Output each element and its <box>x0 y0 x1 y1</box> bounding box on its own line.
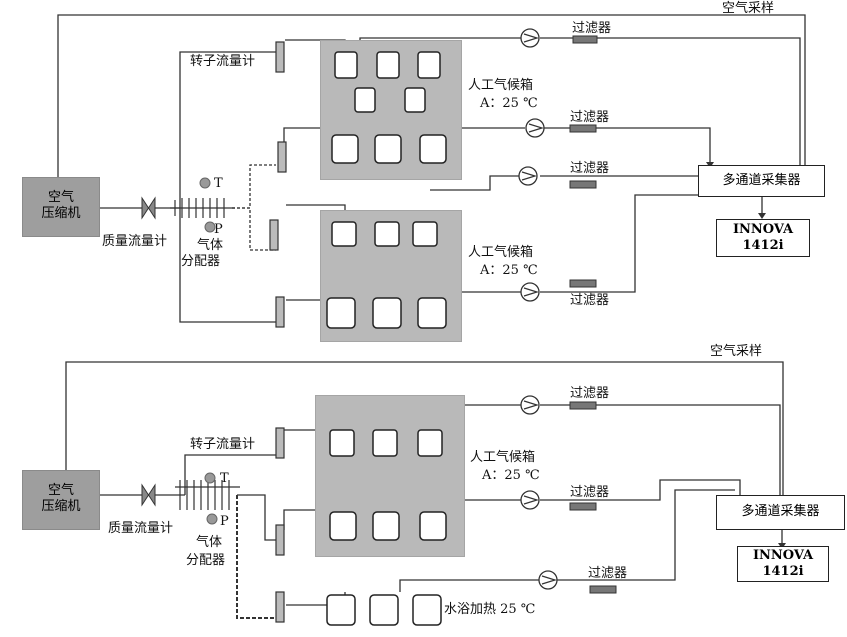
filter-label: 过滤器 <box>570 293 610 308</box>
filter-label: 过滤器 <box>570 386 610 401</box>
filter2-line <box>540 127 711 165</box>
sensor-t-label: T <box>214 176 223 191</box>
chamber-b-name: 人工气候箱 <box>468 245 534 260</box>
filterb1-line <box>540 404 781 495</box>
distributor-branch-down <box>179 208 276 323</box>
sensor-p-label: P <box>214 222 223 237</box>
rotameter-tube <box>275 427 285 459</box>
analyzer-label-1: INNOVA <box>752 548 814 563</box>
filter-cartridge <box>589 585 617 594</box>
chamber-name-b: 人工气候箱 <box>470 450 536 465</box>
compressor-label-2: 压缩机 <box>41 499 81 514</box>
sensor-p-label-b: P <box>220 514 229 529</box>
filter-label: 过滤器 <box>570 110 610 125</box>
filterb3-line <box>555 489 735 581</box>
rotameter-tube <box>275 591 285 623</box>
distributor-branch-down-b <box>236 495 276 619</box>
filter-label: 过滤器 <box>570 161 610 176</box>
air-sampling-label: 空气采样 <box>722 1 775 16</box>
chamber-a-name: 人工气候箱 <box>468 78 534 93</box>
chamber-temp-b: A：25 ℃ <box>482 468 540 483</box>
pressure-sensor-icon <box>206 513 218 525</box>
chamber-b-temp: A：25 ℃ <box>480 263 538 278</box>
air-sampling-line-b <box>65 361 784 495</box>
innova-analyzer-b: INNOVA 1412i <box>737 546 829 582</box>
collector-label: 多通道采集器 <box>722 173 801 188</box>
rotameter-tube <box>275 41 285 73</box>
mass-flow-valve <box>141 196 156 220</box>
temperature-sensor-icon <box>204 472 216 484</box>
gas-distributor-label-2: 分配器 <box>186 553 226 568</box>
filter-label: 过滤器 <box>588 566 628 581</box>
mass-flow-valve <box>141 483 156 507</box>
distributor-branch-mid2 <box>232 207 276 251</box>
pressure-sensor-icon <box>204 221 216 233</box>
gas-distributor-label-1: 气体 <box>197 238 224 253</box>
filterb2-line <box>540 479 741 501</box>
collector-label: 多通道采集器 <box>741 504 820 519</box>
rotameter-tube <box>277 141 287 173</box>
gas-distributor-label-2: 分配器 <box>181 254 221 269</box>
filter-cartridge <box>569 180 597 189</box>
filter-cartridge <box>569 401 597 410</box>
filter-label: 过滤器 <box>572 21 612 36</box>
analyzer-label-1: INNOVA <box>732 222 794 237</box>
air-sampling-label-b: 空气采样 <box>710 344 763 359</box>
filter1-line <box>540 37 801 165</box>
distributor-branch-up <box>179 51 276 208</box>
compressor-label-1: 空气 <box>47 190 74 205</box>
multichannel-collector-b: 多通道采集器 <box>716 495 845 530</box>
analyzer-label-2: 1412i <box>742 238 784 253</box>
air-sampling-line <box>57 14 806 178</box>
air-compressor-b: 空气 压缩机 <box>22 470 100 530</box>
distributor-branch-mid-b <box>237 494 276 541</box>
rotameter-tube <box>269 219 279 251</box>
chamber3-out <box>430 175 525 191</box>
chamber-a-temp: A：25 ℃ <box>480 96 538 111</box>
compressor-label-1: 空气 <box>47 483 74 498</box>
rotameter-tube <box>275 524 285 556</box>
rotameter-tube <box>275 296 285 328</box>
innova-analyzer: INNOVA 1412i <box>716 219 810 257</box>
air-compressor: 空气 压缩机 <box>22 177 100 237</box>
mass-flow-label: 质量流量计 <box>102 234 168 249</box>
sensor-t-label-b: T <box>220 471 229 486</box>
filter4-line <box>540 194 698 293</box>
analyzer-label-2: 1412i <box>762 564 804 579</box>
filter-cartridge <box>569 502 597 511</box>
distributor-branch-up-b <box>184 454 276 495</box>
filter-cartridge <box>569 279 597 288</box>
filter-cartridge <box>572 35 598 44</box>
rotameter-label-b: 转子流量计 <box>190 437 256 452</box>
rotameter-label: 转子流量计 <box>190 54 256 69</box>
filter-cartridge <box>569 124 597 133</box>
mass-flow-label-b: 质量流量计 <box>108 521 174 536</box>
temperature-sensor-icon <box>199 177 211 189</box>
filter-label: 过滤器 <box>570 485 610 500</box>
compressor-label-2: 压缩机 <box>41 206 81 221</box>
water-bath-label: 水浴加热 25 ℃ <box>444 602 536 617</box>
multichannel-collector: 多通道采集器 <box>698 165 825 197</box>
gas-distributor-label-1: 气体 <box>196 535 223 550</box>
bath-out <box>399 579 540 592</box>
